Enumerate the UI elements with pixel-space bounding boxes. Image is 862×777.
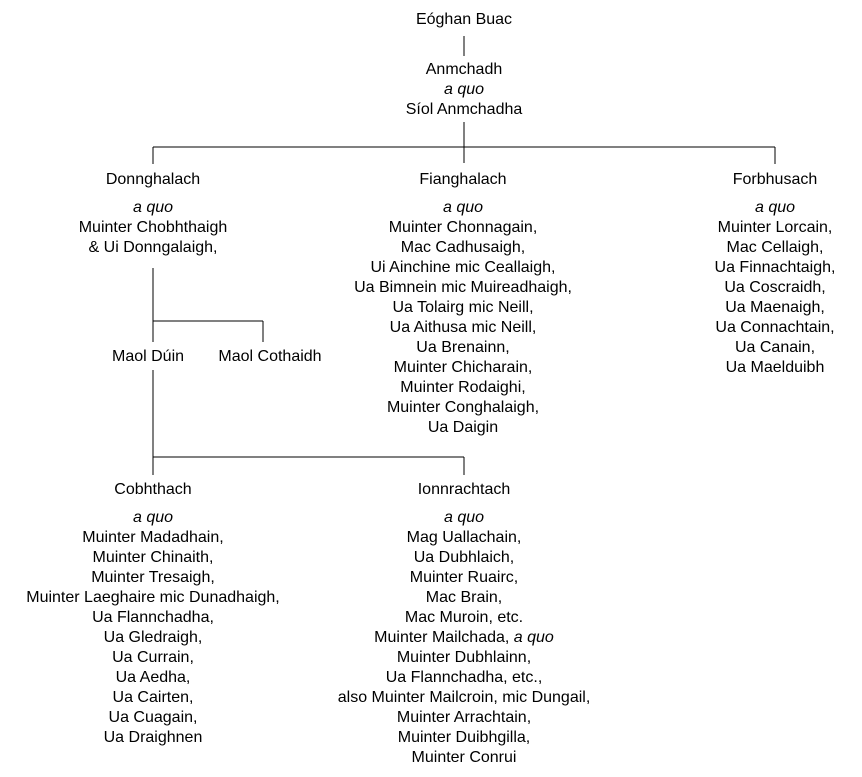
list-item: Mac Cadhusaigh, — [400, 239, 526, 256]
list-item: Ua Currain, — [112, 649, 194, 666]
list-item: & Ui Donngalaigh, — [88, 239, 218, 256]
list-donnghalach: Muinter Chobhthaigh & Ui Donngalaigh, — [33, 218, 273, 258]
node-cobhthach: Cobhthach a quo Muinter Madadhain, Muint… — [3, 480, 303, 748]
name-anmchadh: Anmchadh — [425, 61, 503, 78]
node-anmchadh: Anmchadh a quo Síol Anmchadha — [364, 60, 564, 120]
list-item: Muinter Madadhain, — [82, 529, 224, 546]
list-item: Ua Daigin — [427, 419, 499, 436]
list-item: Muinter Chonnagain, — [388, 219, 538, 236]
mailchada-prefix: Muinter Mailchada, — [374, 629, 510, 646]
name-maol-cothaidh: Maol Cothaidh — [218, 348, 322, 365]
list-cobhthach: Muinter Madadhain, Muinter Chinaith, Mui… — [3, 528, 303, 748]
list-item: Muinter Laeghaire mic Dunadhaigh, — [26, 589, 280, 606]
list-item: Muinter Dubhlainn, — [396, 649, 532, 666]
list-item: Muinter Duibhgilla, — [397, 729, 531, 746]
node-forbhusach: Forbhusach a quo Muinter Lorcain, Mac Ce… — [675, 170, 862, 378]
list-item: Ua Flannchadha, — [92, 609, 214, 626]
node-maol-cothaidh: Maol Cothaidh — [200, 347, 340, 367]
node-ionnrachtach: Ionnrachtach a quo Mag Uallachain, Ua Du… — [299, 480, 629, 768]
list-item: Muinter Ruairc, — [409, 569, 519, 586]
list-fianghalach: Muinter Chonnagain, Mac Cadhusaigh, Ui A… — [313, 218, 613, 438]
list-item: Muinter Lorcain, — [717, 219, 833, 236]
list-ionnrachtach: Mag Uallachain, Ua Dubhlaich, Muinter Ru… — [299, 528, 629, 768]
list-item: Ua Cuagain, — [108, 709, 198, 726]
aquo-fianghalach: a quo — [442, 199, 484, 216]
list-item: Ua Finnachtaigh, — [714, 259, 836, 276]
list-item: Ua Aithusa mic Neill, — [389, 319, 537, 336]
list-item: Muinter Arrachtain, — [396, 709, 532, 726]
list-item: Ua Maelduibh — [725, 359, 825, 376]
node-fianghalach: Fianghalach a quo Muinter Chonnagain, Ma… — [313, 170, 613, 438]
list-item: Ua Flannchadha, etc., — [385, 669, 543, 686]
name-forbhusach: Forbhusach — [732, 171, 818, 188]
list-item-mailchada: Muinter Mailchada, a quo — [299, 628, 629, 648]
aquo-ionnrachtach: a quo — [443, 509, 485, 526]
list-item: Ua Canain, — [734, 339, 816, 356]
aquo-anmchadh: a quo — [443, 81, 485, 98]
list-forbhusach: Muinter Lorcain, Mac Cellaigh, Ua Finnac… — [675, 218, 862, 378]
list-item: Mac Muroin, etc. — [404, 609, 524, 626]
list-item: Muinter Chicharain, — [393, 359, 533, 376]
list-item: also Muinter Mailcroin, mic Dungail, — [337, 689, 591, 706]
descendant-siol-anmchadha: Síol Anmchadha — [405, 101, 523, 118]
list-item: Ua Aedha, — [115, 669, 191, 686]
list-item: Ua Cairten, — [112, 689, 194, 706]
list-item: Muinter Conrui — [411, 749, 517, 766]
aquo-forbhusach: a quo — [754, 199, 796, 216]
list-item: Mac Brain, — [425, 589, 503, 606]
list-item: Mag Uallachain, — [406, 529, 522, 546]
list-item: Ua Brenainn, — [416, 339, 510, 356]
aquo-cobhthach: a quo — [132, 509, 174, 526]
list-item: Ua Tolairg mic Neill, — [392, 299, 534, 316]
list-item: Muinter Rodaighi, — [400, 379, 526, 396]
node-maol-duin: Maol Dúin — [88, 347, 208, 367]
list-item: Ua Bimnein mic Muireadhaigh, — [354, 279, 572, 296]
list-item: Ua Gledraigh, — [103, 629, 203, 646]
list-item: Ui Ainchine mic Ceallaigh, — [370, 259, 556, 276]
list-item: Ua Maenaigh, — [725, 299, 825, 316]
list-item: Ua Draighnen — [103, 729, 203, 746]
node-donnghalach: Donnghalach a quo Muinter Chobhthaigh & … — [33, 170, 273, 258]
name-fianghalach: Fianghalach — [419, 171, 507, 188]
list-item: Muinter Tresaigh, — [91, 569, 215, 586]
aquo-donnghalach: a quo — [132, 199, 174, 216]
list-item: Muinter Chinaith, — [92, 549, 214, 566]
name-cobhthach: Cobhthach — [114, 481, 192, 498]
name-donnghalach: Donnghalach — [105, 171, 201, 188]
node-eoghan-buac: Eóghan Buac — [364, 10, 564, 30]
list-item: Ua Coscraidh, — [724, 279, 826, 296]
list-item: Ua Dubhlaich, — [413, 549, 515, 566]
aquo-mailchada: a quo — [513, 629, 554, 646]
list-item: Muinter Chobhthaigh — [78, 219, 228, 236]
name-eoghan-buac: Eóghan Buac — [415, 11, 513, 28]
name-maol-duin: Maol Dúin — [111, 348, 185, 365]
list-item: Ua Connachtain, — [715, 319, 835, 336]
list-item: Mac Cellaigh, — [726, 239, 824, 256]
name-ionnrachtach: Ionnrachtach — [417, 481, 511, 498]
list-item: Muinter Conghalaigh, — [386, 399, 540, 416]
